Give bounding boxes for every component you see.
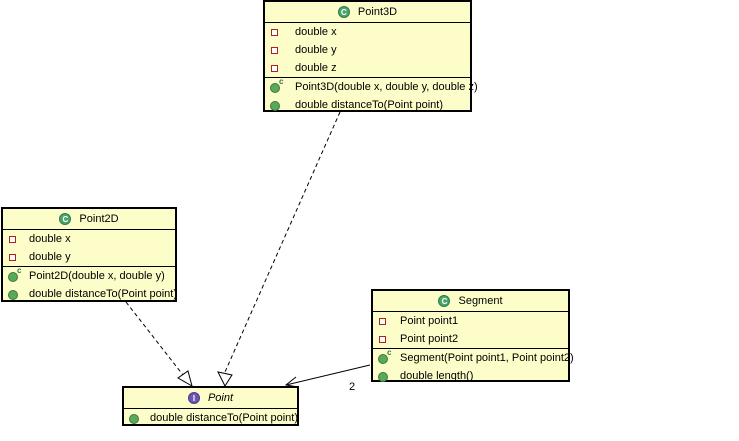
field-label: double y xyxy=(29,251,71,263)
method-label: double length() xyxy=(400,370,474,382)
class-icon: C xyxy=(438,295,451,307)
field-icon xyxy=(9,254,16,261)
field-label: double y xyxy=(295,44,337,56)
class-icon: C xyxy=(337,6,350,18)
segment-association-line[interactable] xyxy=(285,364,371,386)
field-icon xyxy=(9,236,16,243)
class-header: I Point xyxy=(124,388,297,409)
class-name: Segment xyxy=(458,295,503,307)
method-row[interactable]: double distanceTo(Point point) xyxy=(265,96,470,114)
constructor-icon: c xyxy=(279,77,284,86)
class-point3d[interactable]: C Point3D double x double y double z c Po… xyxy=(263,0,478,114)
point2d-realizes-point-line[interactable] xyxy=(125,301,184,376)
field-label: Point point2 xyxy=(400,333,459,345)
method-label: double distanceTo(Point point) xyxy=(295,99,443,111)
field-row[interactable]: Point point2 xyxy=(373,330,568,348)
method-icon xyxy=(129,414,139,424)
class-segment[interactable]: C Segment Point point1 Point point2 c Seg… xyxy=(371,289,574,385)
method-icon xyxy=(378,354,388,364)
field-row[interactable]: double x xyxy=(3,230,175,248)
class-name: Point2D xyxy=(79,213,119,225)
class-name: Point3D xyxy=(357,6,398,18)
field-row[interactable]: Point point1 xyxy=(373,312,568,330)
class-header: C Segment xyxy=(373,291,568,312)
field-icon xyxy=(271,65,278,72)
method-icon xyxy=(378,372,388,382)
point2d-realization-arrowhead xyxy=(177,370,193,388)
method-icon xyxy=(8,272,18,282)
method-icon xyxy=(270,101,280,111)
field-label: double x xyxy=(29,233,71,245)
interface-icon: I xyxy=(187,392,200,404)
constructor-label: Point2D(double x, double y) xyxy=(29,270,165,282)
class-icon: C xyxy=(59,213,72,225)
field-icon xyxy=(379,318,386,325)
field-row[interactable]: double y xyxy=(265,41,470,59)
constructor-row[interactable]: c Point2D(double x, double y) xyxy=(3,266,175,285)
field-row[interactable]: double z xyxy=(265,59,470,77)
field-icon xyxy=(379,336,386,343)
method-label: double distanceTo(Point point) xyxy=(29,288,177,300)
field-icon xyxy=(271,47,278,54)
field-label: double z xyxy=(295,62,337,74)
method-row[interactable]: double length() xyxy=(373,367,568,385)
constructor-label: Point3D(double x, double y, double z) xyxy=(295,81,478,93)
methods-section: c Point2D(double x, double y) double dist… xyxy=(3,266,177,303)
constructor-label: Segment(Point point1, Point point2) xyxy=(400,352,574,364)
constructor-row[interactable]: c Segment(Point point1, Point point2) xyxy=(373,348,574,367)
field-row[interactable]: double x xyxy=(265,23,470,41)
methods-section: c Point3D(double x, double y, double z) d… xyxy=(265,77,478,114)
point3d-realizes-point-line[interactable] xyxy=(224,111,341,373)
methods-section: c Segment(Point point1, Point point2) dou… xyxy=(373,348,574,385)
field-label: Point point1 xyxy=(400,315,459,327)
class-header: C Point3D xyxy=(265,2,470,23)
method-row[interactable]: double distanceTo(Point point) xyxy=(3,285,177,303)
constructor-icon: c xyxy=(17,266,22,275)
constructor-row[interactable]: c Point3D(double x, double y, double z) xyxy=(265,77,478,96)
method-label: double distanceTo(Point point) xyxy=(150,412,298,424)
method-icon xyxy=(270,83,280,93)
field-label: double x xyxy=(295,26,337,38)
interface-point[interactable]: I Point double distanceTo(Point point) xyxy=(122,386,299,426)
field-icon xyxy=(271,29,278,36)
point3d-realization-arrowhead xyxy=(217,371,233,388)
fields-section: double x double y double z xyxy=(265,23,470,78)
class-header: C Point2D xyxy=(3,209,175,230)
constructor-icon: c xyxy=(387,348,392,357)
field-row[interactable]: double y xyxy=(3,248,175,266)
multiplicity-label: 2 xyxy=(349,381,356,393)
methods-section: double distanceTo(Point point) xyxy=(124,409,298,427)
fields-section: double x double y xyxy=(3,230,175,267)
method-row[interactable]: double distanceTo(Point point) xyxy=(124,409,298,427)
method-icon xyxy=(8,290,18,300)
fields-section: Point point1 Point point2 xyxy=(373,312,568,349)
interface-name: Point xyxy=(207,392,234,404)
class-point2d[interactable]: C Point2D double x double y c Point2D(dou… xyxy=(1,207,177,302)
